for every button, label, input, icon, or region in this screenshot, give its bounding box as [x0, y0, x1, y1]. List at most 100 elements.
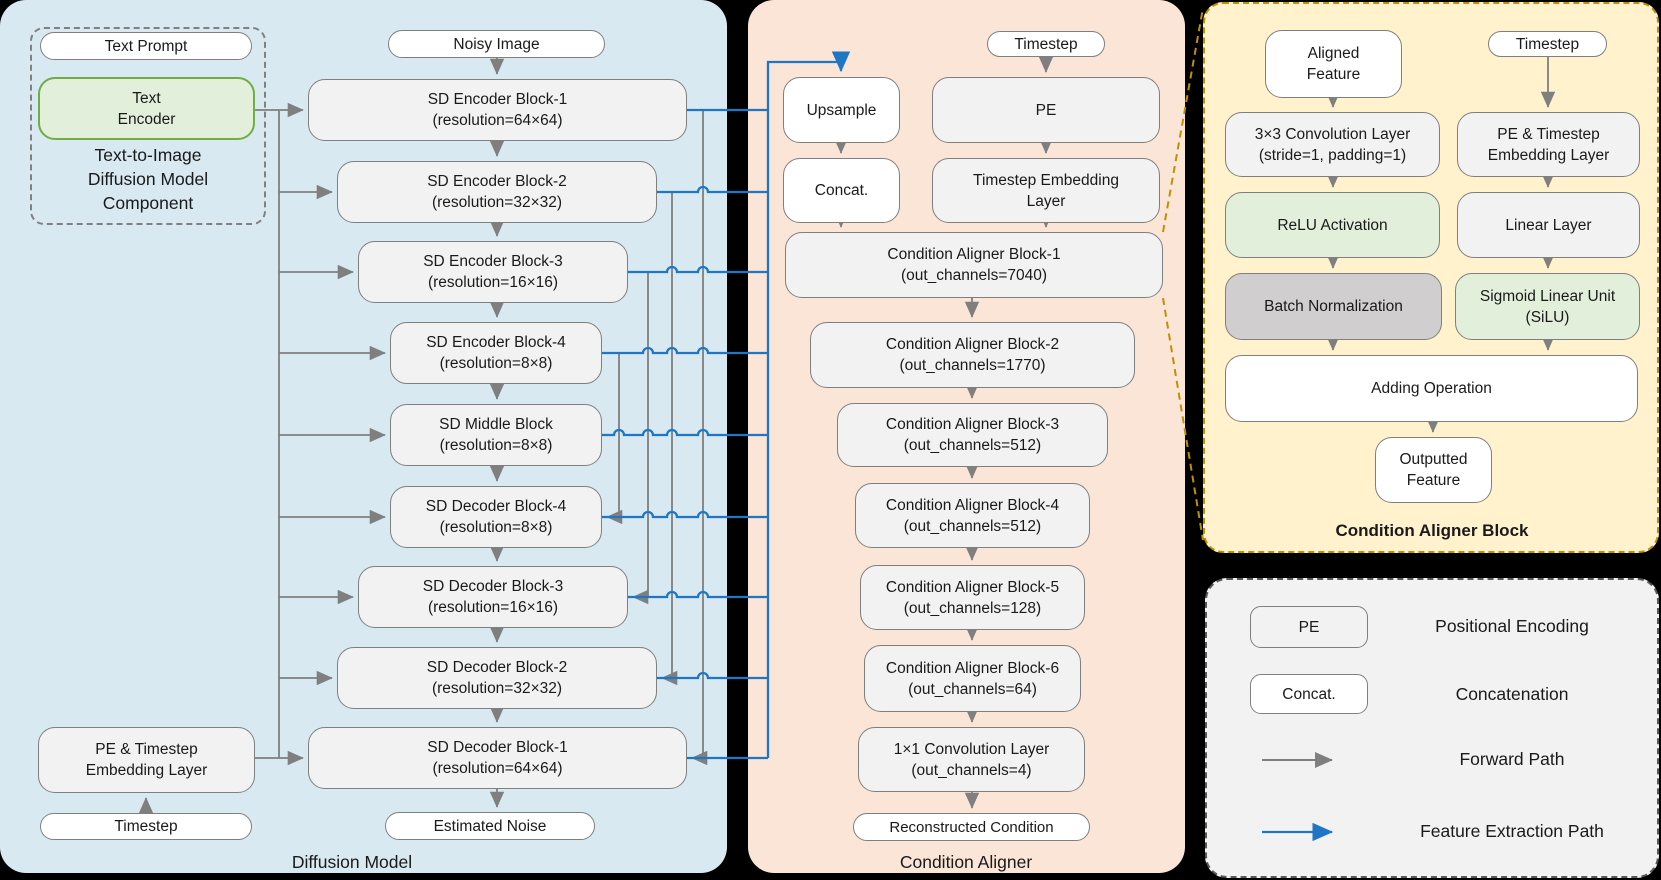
silu-node: Sigmoid Linear Unit (SiLU) [1455, 273, 1640, 340]
zoom-indicator-lines [1162, 7, 1204, 541]
conv-1x1-node: 1×1 Convolution Layer (out_channels=4) [858, 727, 1085, 792]
sd-encoder-block-1-detail: (resolution=64×64) [432, 112, 563, 129]
condition-aligner-block-3-detail: (out_channels=512) [903, 437, 1042, 454]
diffusion-panel-caption: Diffusion Model [291, 852, 413, 872]
sd-decoder-block-2-detail: (resolution=32×32) [431, 680, 563, 697]
sd-middle-block-detail: (resolution=8×8) [439, 437, 553, 454]
component-caption: Text-to-Image Diffusion Model Component [40, 143, 256, 215]
condition-aligner-block-6-name: Condition Aligner Block-6 [885, 659, 1060, 677]
text-prompt-node: Text Prompt [40, 32, 252, 60]
conditioning-bus [255, 102, 386, 766]
upsample-node: Upsample [783, 77, 900, 143]
condition-aligner-block-1: Condition Aligner Block-1 (out_channels=… [785, 232, 1163, 298]
sd-decoder-block-1-name: SD Decoder Block-1 [427, 739, 568, 756]
pe-timestep-block-line2: Embedding Layer [1487, 146, 1610, 164]
timestep-embedding-layer-node: Timestep Embedding Layer [932, 158, 1160, 223]
condition-aligner-block-3-name: Condition Aligner Block-3 [885, 416, 1060, 433]
condition-aligner-block-2-name: Condition Aligner Block-2 [885, 336, 1060, 353]
legend-concat-sample: Concat. [1250, 674, 1368, 714]
concat-label: Concat. [814, 182, 869, 199]
timestep-label-block: Timestep [1515, 35, 1580, 53]
sd-decoder-block-4-name: SD Decoder Block-4 [425, 498, 567, 515]
condition-aligner-block-3: Condition Aligner Block-3 (out_channels=… [837, 403, 1108, 467]
silu-line2: (SiLU) [1525, 308, 1570, 326]
sd-decoder-block-1-detail: (resolution=64×64) [432, 760, 563, 777]
sd-encoder-block-1: SD Encoder Block-1 (resolution=64×64) [308, 79, 687, 141]
condition-aligner-block-2-detail: (out_channels=1770) [899, 357, 1046, 374]
sd-encoder-block-1-name: SD Encoder Block-1 [427, 91, 568, 108]
pe-timestep-embedding-line1: PE & Timestep [95, 741, 198, 758]
outputted-feature-node: Outputted Feature [1375, 437, 1492, 503]
noisy-image-label: Noisy Image [453, 35, 540, 53]
adding-operation-label: Adding Operation [1371, 380, 1492, 397]
aligned-feature-line2: Feature [1306, 66, 1361, 83]
sd-encoder-block-4: SD Encoder Block-4 (resolution=8×8) [390, 322, 602, 384]
sd-encoder-block-3-detail: (resolution=16×16) [427, 274, 559, 291]
concat-node: Concat. [783, 158, 900, 223]
relu-activation-node: ReLU Activation [1225, 192, 1440, 258]
pe-label: PE [1035, 101, 1057, 119]
pe-timestep-embedding-block-node: PE & Timestep Embedding Layer [1457, 112, 1640, 177]
timestep-label-diffusion: Timestep [114, 818, 178, 835]
condition-aligner-block-4: Condition Aligner Block-4 (out_channels=… [855, 483, 1090, 548]
pe-node: PE [932, 77, 1160, 143]
sd-encoder-block-3: SD Encoder Block-3 (resolution=16×16) [358, 241, 628, 303]
text-to-image-component-box [30, 27, 266, 225]
condition-aligner-block-6-detail: (out_channels=64) [908, 680, 1037, 698]
sd-encoder-block-3-name: SD Encoder Block-3 [423, 253, 563, 270]
sd-decoder-block-2-name: SD Decoder Block-2 [426, 659, 568, 676]
sd-decoder-block-3-detail: (resolution=16×16) [427, 599, 559, 616]
outputted-feature-line1: Outputted [1399, 451, 1468, 468]
upsample-label: Upsample [806, 101, 877, 119]
conv-3x3-line2: (stride=1, padding=1) [1258, 146, 1407, 164]
sd-middle-block-name: SD Middle Block [439, 416, 553, 433]
condition-aligner-block-4-name: Condition Aligner Block-4 [885, 496, 1060, 514]
batch-normalization-label: Batch Normalization [1264, 298, 1403, 315]
component-caption-line3: Component [102, 193, 194, 213]
sd-decoder-block-3: SD Decoder Block-3 (resolution=16×16) [358, 566, 628, 628]
timestep-embedding-layer-line2: Layer [1026, 192, 1066, 210]
noisy-image-node: Noisy Image [388, 30, 605, 58]
legend-forward-desc: Forward Path [1459, 749, 1565, 769]
condition-aligner-block-5: Condition Aligner Block-5 (out_channels=… [860, 565, 1085, 630]
estimated-noise-label: Estimated Noise [433, 817, 547, 835]
condition-aligner-block-5-name: Condition Aligner Block-5 [885, 578, 1060, 596]
text-prompt-label: Text Prompt [104, 37, 188, 55]
linear-layer-label: Linear Layer [1505, 216, 1592, 234]
legend-concat-desc: Concatenation [1455, 684, 1569, 704]
pe-timestep-embedding-line2: Embedding Layer [85, 762, 208, 779]
feature-extraction-paths [602, 51, 851, 760]
adding-operation-node: Adding Operation [1225, 355, 1638, 422]
aligner-forward-arrows [833, 56, 1054, 809]
conv-3x3-node: 3×3 Convolution Layer (stride=1, padding… [1225, 112, 1440, 177]
sd-middle-block: SD Middle Block (resolution=8×8) [390, 404, 602, 466]
text-encoder-node: Text Encoder [38, 77, 255, 140]
timestep-node-aligner: Timestep [987, 31, 1105, 57]
aligner-block-arrows [1325, 57, 1556, 433]
pe-timestep-embedding-node: PE & Timestep Embedding Layer [38, 727, 255, 793]
conv-1x1-detail: (out_channels=4) [911, 761, 1032, 779]
conv-3x3-line1: 3×3 Convolution Layer [1254, 125, 1411, 143]
sd-decoder-block-4-detail: (resolution=8×8) [439, 519, 553, 536]
condition-aligner-block-5-detail: (out_channels=128) [903, 599, 1042, 617]
outputted-feature-line2: Feature [1406, 472, 1461, 489]
reconstructed-condition-node: Reconstructed Condition [853, 813, 1090, 841]
reconstructed-condition-label: Reconstructed Condition [889, 818, 1054, 836]
linear-layer-node: Linear Layer [1457, 192, 1640, 258]
legend-concat-label: Concat. [1282, 685, 1336, 703]
condition-aligner-block-6: Condition Aligner Block-6 (out_channels=… [864, 645, 1081, 712]
aligned-feature-node: Aligned Feature [1265, 30, 1402, 98]
conv-1x1-name: 1×1 Convolution Layer [893, 740, 1050, 758]
legend-pe-desc: Positional Encoding [1435, 616, 1589, 636]
pe-timestep-block-line1: PE & Timestep [1497, 125, 1600, 143]
text-encoder-label-line2: Encoder [117, 110, 176, 128]
legend-pe-sample: PE [1250, 606, 1368, 648]
timestep-node-block: Timestep [1488, 31, 1607, 57]
sd-encoder-block-4-name: SD Encoder Block-4 [426, 334, 566, 351]
component-caption-line2: Diffusion Model [87, 169, 209, 189]
legend-pe-label: PE [1298, 618, 1320, 636]
condition-aligner-block-1-name: Condition Aligner Block-1 [887, 246, 1061, 263]
batch-normalization-node: Batch Normalization [1225, 273, 1442, 340]
